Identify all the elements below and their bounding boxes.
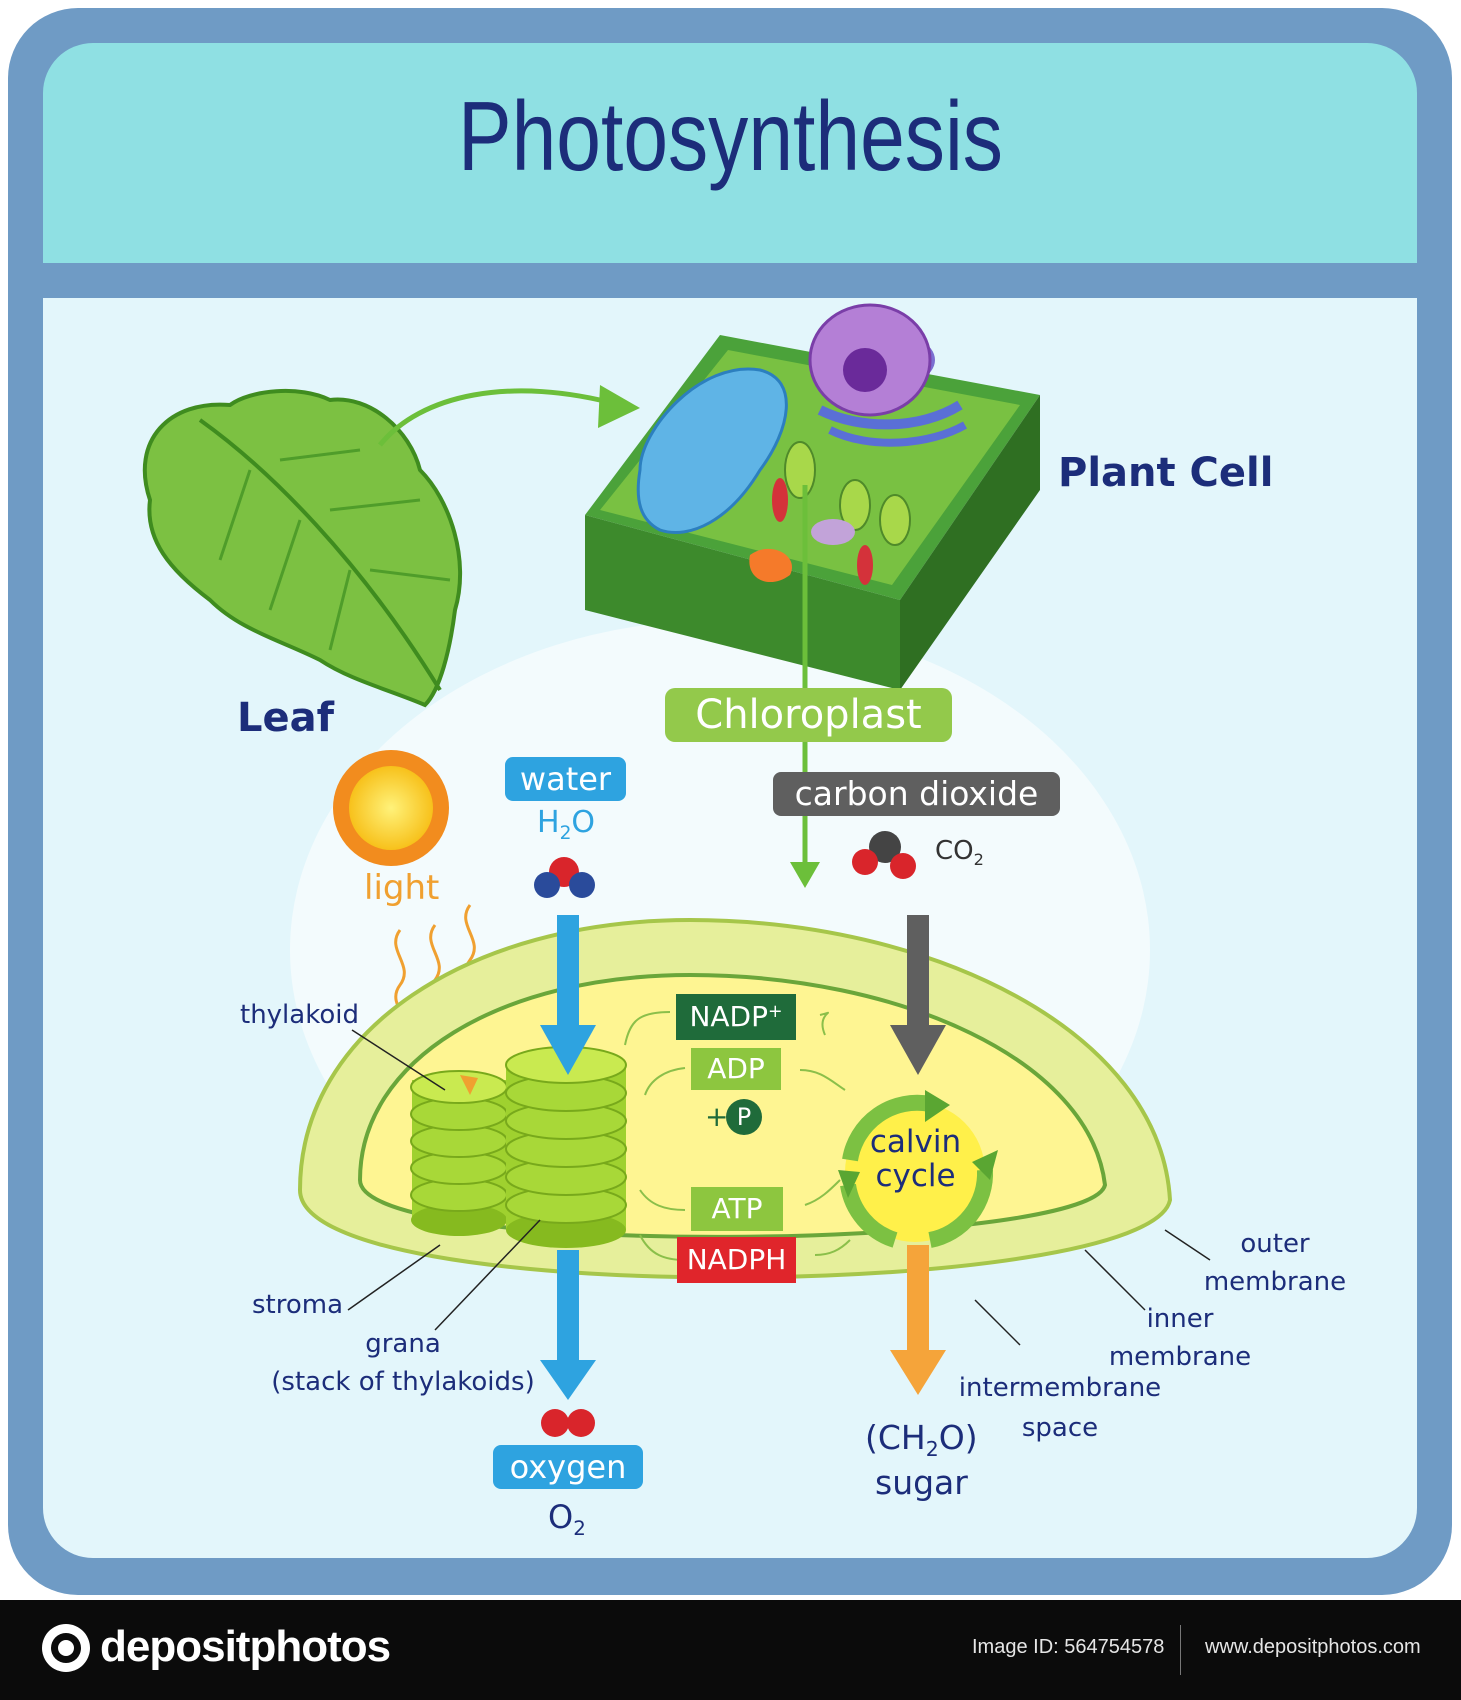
atp-label: ATP — [691, 1187, 783, 1231]
diagram-frame: Photosynthesis — [8, 8, 1452, 1595]
cell-to-chloroplast-arrow — [790, 862, 820, 888]
sugar-arrow — [890, 1245, 946, 1395]
intermembrane-space-label: intermembrane space — [958, 1373, 1162, 1443]
grana-stack-right — [505, 1046, 627, 1248]
co2-molecule — [852, 831, 916, 879]
leaf-illustration — [142, 385, 640, 708]
outer-membrane-label: outer membrane — [1203, 1229, 1347, 1297]
water-label: water — [505, 757, 626, 801]
sugar-formula: (CH2O) — [865, 1418, 978, 1462]
o2-formula: O2 — [548, 1498, 586, 1540]
light-label: light — [364, 868, 440, 908]
sugar-label: sugar — [875, 1463, 968, 1502]
calvin-cycle-label: calvin cycle — [869, 1124, 962, 1194]
sun-illustration — [333, 750, 449, 866]
site-url[interactable]: www.depositphotos.com — [1205, 1636, 1421, 1658]
stroma-label: stroma — [252, 1290, 344, 1320]
oxygen-molecule — [541, 1409, 595, 1437]
phosphate-plus: + — [705, 1100, 729, 1133]
oxygen-label: oxygen — [493, 1445, 643, 1489]
thylakoid-label: thylakoid — [240, 1000, 359, 1030]
co2-formula: CO2 — [935, 836, 984, 869]
plant-cell-illustration — [585, 303, 1040, 690]
depositphotos-brand[interactable]: depositphotos — [100, 1622, 391, 1671]
leaf-label: Leaf — [237, 695, 335, 741]
oxygen-arrow — [540, 1250, 596, 1400]
inner-membrane-label: inner membrane — [1108, 1304, 1252, 1372]
chloroplast-label: Chloroplast — [665, 688, 952, 742]
page-title: Photosynthesis — [458, 81, 1003, 191]
calvin-cycle-circle — [838, 1090, 998, 1248]
footer-bar: depositphotos Image ID: 564754578 www.de… — [0, 1600, 1461, 1700]
water-arrow — [540, 915, 596, 1075]
depositphotos-logo-icon — [42, 1624, 90, 1672]
image-id: Image ID: 564754578 — [972, 1636, 1165, 1658]
h2o-formula: H2O — [537, 805, 596, 844]
carbon-dioxide-label: carbon dioxide — [773, 772, 1060, 816]
co2-arrow — [890, 915, 946, 1075]
plant-cell-label: Plant Cell — [1058, 450, 1274, 496]
nadph-label: NADPH — [677, 1237, 796, 1283]
title-panel — [43, 43, 1417, 263]
adp-label: ADP — [691, 1048, 781, 1090]
footer-divider — [1180, 1625, 1181, 1675]
grana-stack-left — [410, 1070, 508, 1236]
grana-label: grana (stack of thylakoids) — [271, 1329, 535, 1397]
light-arrowhead — [460, 1075, 478, 1095]
nadp-label: NADP+ — [676, 994, 796, 1040]
phosphate-label: P — [726, 1099, 762, 1135]
water-molecule — [534, 857, 595, 898]
leader-lines — [347, 1029, 1211, 1346]
